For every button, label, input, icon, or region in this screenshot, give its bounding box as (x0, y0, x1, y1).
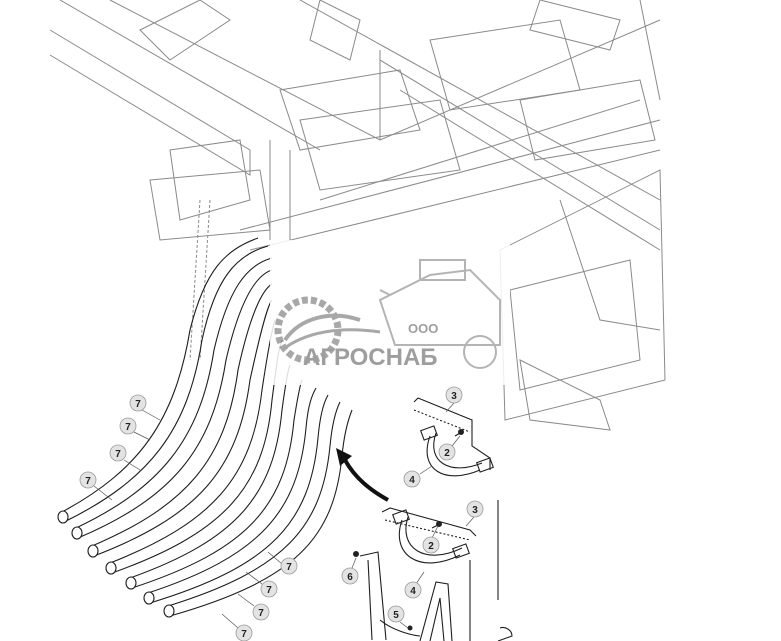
callout-screw: 2 (438, 435, 461, 461)
svg-text:4: 4 (409, 475, 415, 486)
watermark-name: АГРОСНАБ (303, 344, 438, 371)
watermark-prefix: ООО (408, 321, 438, 336)
svg-text:7: 7 (115, 449, 121, 460)
svg-text:7: 7 (241, 629, 247, 640)
callout-bracket: 3 (465, 500, 484, 527)
svg-text:6: 6 (347, 572, 353, 583)
hose-bundle (57, 237, 353, 618)
svg-text:4: 4 (410, 586, 416, 597)
callout-hose: 7 (79, 471, 113, 501)
svg-text:3: 3 (451, 391, 457, 402)
svg-text:7: 7 (286, 562, 292, 573)
callout-hose: 7 (221, 613, 253, 641)
hose (87, 283, 273, 558)
svg-text:2: 2 (444, 448, 450, 459)
callout-hose: 7 (109, 444, 141, 471)
svg-text:7: 7 (125, 422, 131, 433)
svg-text:2: 2 (428, 541, 434, 552)
svg-text:7: 7 (85, 476, 91, 487)
callout-screw: 2 (422, 525, 440, 554)
svg-text:5: 5 (393, 610, 399, 621)
support-stand (353, 500, 513, 641)
watermark: ООО АГРОСНАБ (270, 240, 510, 385)
svg-text:3: 3 (472, 505, 478, 516)
callout-clamp: 4 (403, 465, 433, 488)
svg-text:7: 7 (135, 399, 141, 410)
direction-arrow (336, 448, 389, 502)
harvester-logo-icon (378, 259, 501, 369)
callout-hose: 7 (245, 571, 278, 598)
callout-hose: 7 (119, 417, 151, 441)
hose (71, 257, 273, 540)
callout-hose: 7 (237, 593, 270, 621)
callout-nut: 6 (341, 557, 359, 585)
svg-text:7: 7 (266, 585, 272, 596)
callout-hose: 7 (129, 394, 161, 421)
callout-bracket: 3 (445, 386, 463, 413)
hose (163, 401, 353, 618)
machine-frame (49, 0, 666, 431)
hose (105, 319, 283, 575)
hose (57, 237, 269, 524)
svg-text:7: 7 (258, 608, 264, 619)
callout-bolt: 5 (387, 605, 409, 629)
gear-logo-icon (274, 296, 381, 364)
clamp-assembly-upper (413, 397, 494, 477)
hose (143, 387, 329, 605)
callout-hose: 7 (267, 551, 298, 575)
callout-clamp: 4 (404, 571, 425, 599)
clamp-assembly-lower (381, 507, 477, 564)
